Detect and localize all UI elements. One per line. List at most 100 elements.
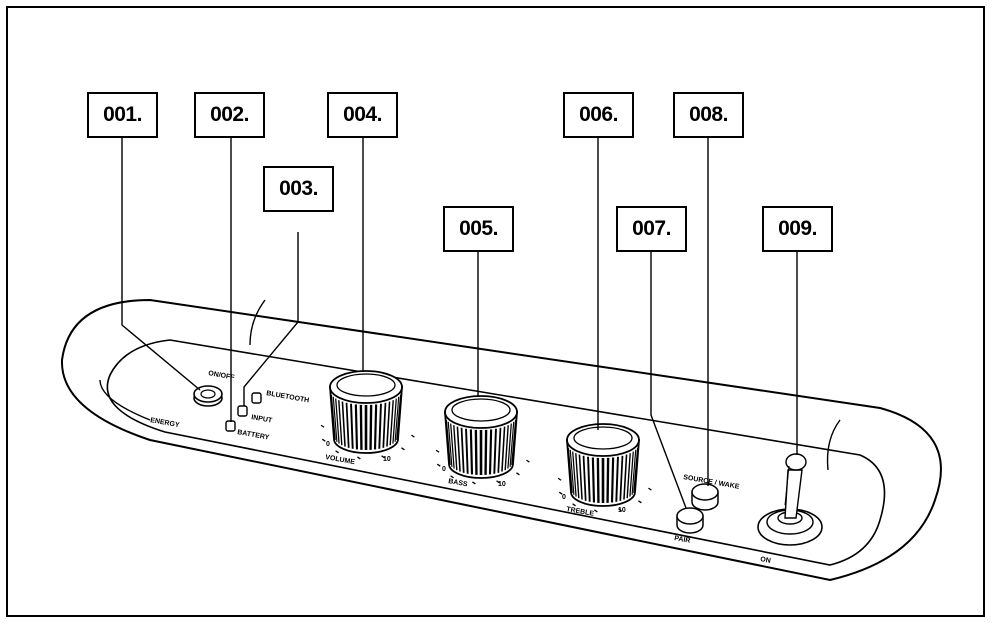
knob-scale-tick bbox=[618, 508, 622, 512]
left-handle-arc bbox=[249, 299, 266, 346]
bass-label: BASS bbox=[448, 478, 469, 488]
knob-ridge bbox=[631, 449, 637, 495]
knob-ridge bbox=[497, 427, 502, 473]
knob-ridge bbox=[610, 457, 615, 503]
knob-scale-tick bbox=[472, 481, 476, 485]
knob-ridge bbox=[572, 451, 577, 497]
pair-button bbox=[676, 507, 704, 534]
input-label: INPUT bbox=[251, 414, 274, 425]
knob-scale-tick bbox=[321, 438, 326, 442]
knob-ridge bbox=[582, 455, 587, 501]
callout-005: 005. bbox=[443, 206, 514, 252]
knob-ridge bbox=[332, 396, 338, 442]
leader-001 bbox=[121, 138, 201, 391]
knob-ridge bbox=[512, 417, 518, 464]
knob-ridge bbox=[330, 394, 336, 440]
knob-scale-tick bbox=[450, 475, 454, 479]
knob-ridge bbox=[465, 428, 469, 474]
knob-ridge bbox=[606, 457, 610, 503]
knob-ridge bbox=[394, 396, 400, 442]
knob-ridge bbox=[619, 455, 624, 501]
callout-008: 008. bbox=[673, 92, 744, 138]
knob-ridge bbox=[338, 400, 343, 446]
knob-scale-tick bbox=[335, 450, 339, 454]
knob-ridge bbox=[453, 425, 458, 471]
knob-ridge bbox=[633, 447, 639, 493]
knob-ridge bbox=[469, 429, 474, 475]
knob-scale-tick bbox=[357, 456, 361, 460]
knob-ridge bbox=[397, 392, 403, 439]
knob-ridge bbox=[501, 426, 506, 472]
knob-ridge bbox=[396, 394, 402, 440]
callout-003: 003. bbox=[263, 166, 334, 212]
knob-ridge bbox=[591, 457, 596, 503]
treble-knob bbox=[557, 423, 652, 513]
knob-scale-tick bbox=[381, 455, 385, 459]
knob-ridge bbox=[484, 429, 488, 475]
knob-ridge bbox=[345, 402, 350, 448]
callout-002: 002. bbox=[194, 92, 265, 138]
knob-ridge bbox=[596, 457, 600, 503]
bass-knob bbox=[435, 395, 530, 485]
callout-007: 007. bbox=[616, 206, 687, 252]
pair-label: PAIR bbox=[674, 535, 691, 545]
callout-004: 004. bbox=[327, 92, 398, 138]
leader-007 bbox=[650, 252, 687, 509]
knob-ridge bbox=[450, 423, 455, 469]
power-button bbox=[193, 385, 223, 407]
input-led bbox=[237, 405, 248, 417]
knob-ridge bbox=[373, 404, 378, 450]
knob-ridge bbox=[488, 429, 493, 475]
knob-ridge bbox=[509, 421, 515, 467]
knob-ridge bbox=[493, 428, 497, 474]
bass-scale-max: 10 bbox=[498, 481, 506, 488]
source-wake-button bbox=[691, 483, 719, 511]
knob-ridge bbox=[511, 419, 517, 465]
knob-scale-tick bbox=[516, 472, 520, 476]
knob-ridge bbox=[335, 398, 340, 444]
power-toggle-switch bbox=[757, 453, 823, 546]
knob-scale-tick bbox=[320, 424, 325, 428]
knob-ridge bbox=[566, 445, 572, 492]
knob-scale-tick bbox=[411, 434, 415, 438]
battery-led bbox=[225, 420, 236, 432]
knob-ridge bbox=[575, 453, 580, 499]
knob-ridge bbox=[634, 445, 640, 492]
leader-lines bbox=[121, 138, 798, 509]
knob-scale-tick bbox=[435, 449, 440, 453]
bluetooth-led bbox=[251, 392, 262, 404]
knob-ridge bbox=[447, 421, 453, 467]
knob-ridge bbox=[460, 427, 465, 473]
knob-ridge bbox=[392, 398, 397, 444]
knob-ridge bbox=[504, 425, 509, 471]
knob-scale-tick bbox=[594, 509, 598, 513]
treble-label: TREBLE bbox=[566, 506, 595, 518]
knob-ridge bbox=[507, 423, 512, 469]
knob-scale-tick bbox=[557, 477, 562, 481]
callout-009: 009. bbox=[762, 206, 833, 252]
on-label: ON bbox=[760, 556, 772, 565]
knob-ridge bbox=[378, 403, 382, 449]
knob-ridge bbox=[569, 449, 575, 495]
knob-ridge bbox=[354, 404, 359, 450]
treble-scale-min: 0 bbox=[562, 494, 566, 501]
bass-scale-min: 0 bbox=[442, 466, 446, 473]
knob-ridge bbox=[474, 429, 478, 475]
knob-ridge bbox=[567, 447, 573, 493]
knob-ridge bbox=[389, 400, 394, 446]
knob-ridge bbox=[329, 392, 335, 439]
leader-003 bbox=[243, 232, 299, 406]
power-label: ON/OFF bbox=[208, 370, 236, 382]
callout-006: 006. bbox=[563, 92, 634, 138]
volume-knob bbox=[320, 370, 415, 460]
callout-001: 001. bbox=[87, 92, 158, 138]
knob-scale-tick bbox=[526, 459, 530, 463]
volume-scale-max: 10 bbox=[383, 456, 391, 463]
knob-scale-tick bbox=[401, 447, 405, 451]
knob-scale-tick bbox=[436, 463, 441, 467]
knob-scale-tick bbox=[558, 491, 563, 495]
knob-cap bbox=[451, 398, 511, 422]
knob-scale-tick bbox=[648, 487, 652, 491]
knob-ridge bbox=[615, 456, 619, 502]
